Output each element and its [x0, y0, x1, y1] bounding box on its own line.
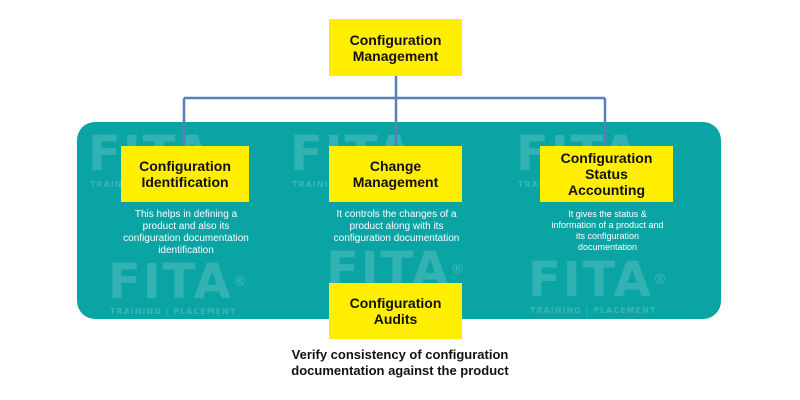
status-node-label: Configuration Status Accounting [560, 150, 653, 198]
status-node-box: Configuration Status Accounting [540, 146, 673, 202]
audits-node-label: Configuration Audits [349, 295, 442, 327]
identification-node-label: Configuration Identification [139, 158, 231, 190]
change-description: It controls the changes of a product alo… [333, 209, 460, 244]
audits-description: Verify consistency of configuration docu… [291, 347, 509, 378]
identification-node-box: Configuration Identification [121, 146, 249, 202]
root-node-box: Configuration Management [329, 19, 462, 76]
change-node-label: Change Management [352, 158, 439, 190]
change-node-box: Change Management [329, 146, 462, 202]
root-node-label: Configuration Management [349, 31, 442, 64]
status-description: It gives the status & information of a p… [551, 209, 664, 252]
identification-description: This helps in defining a product and als… [123, 209, 249, 256]
audits-node-box: Configuration Audits [329, 283, 462, 339]
